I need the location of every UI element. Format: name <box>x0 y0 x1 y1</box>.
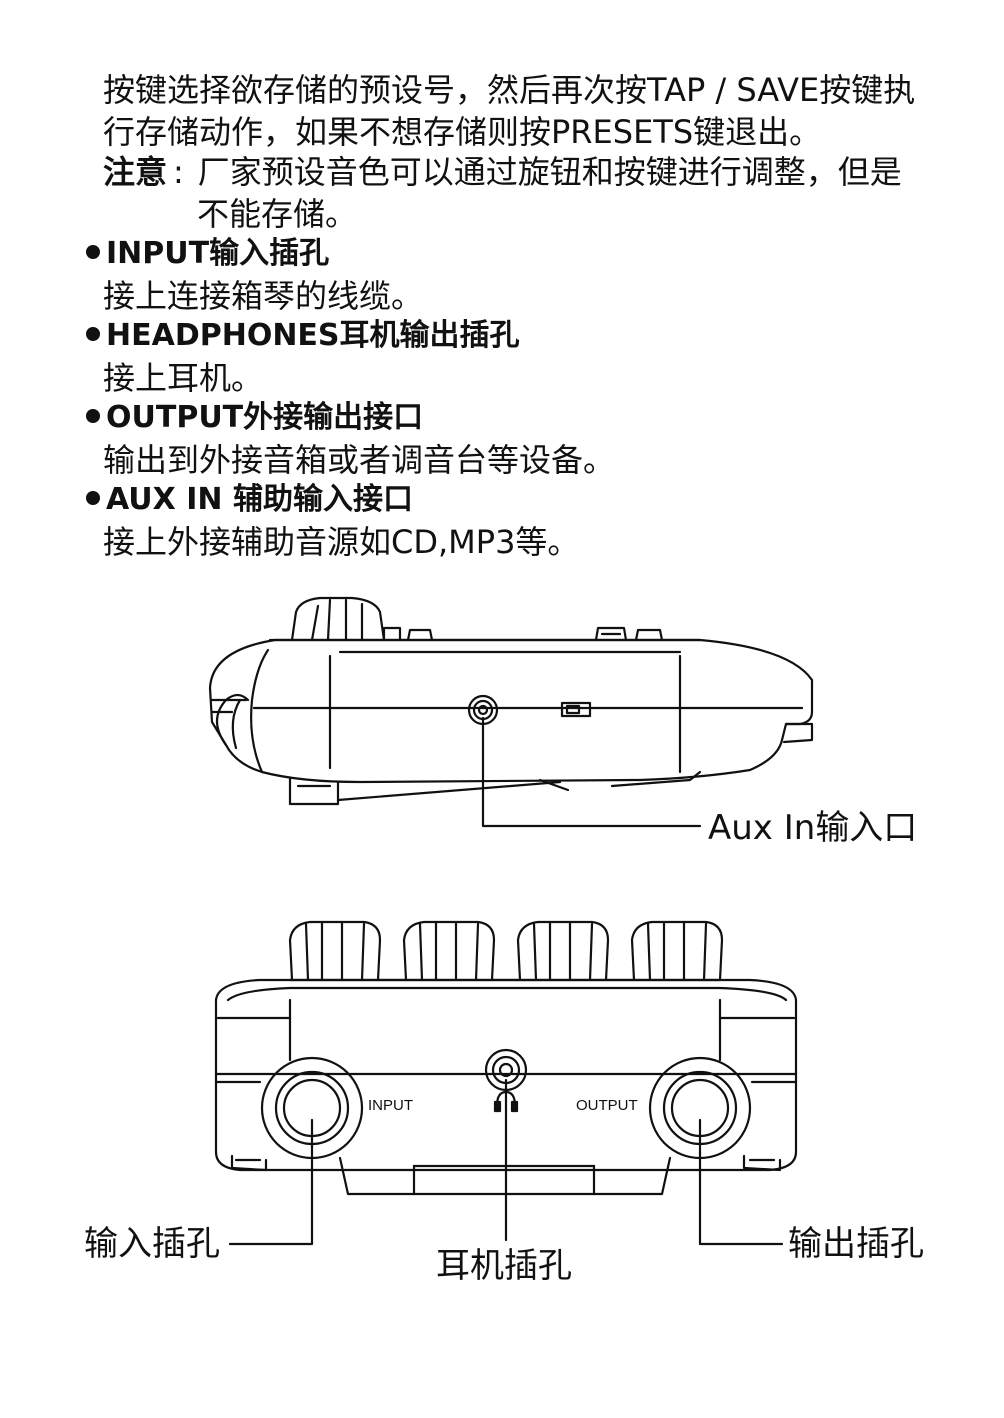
panel-label-input: INPUT <box>368 1097 413 1114</box>
callout-output-jack: 输出插孔 <box>788 1224 924 1264</box>
front-knob-2 <box>402 920 496 982</box>
note-label: 注意 <box>103 153 168 191</box>
input-leader-line <box>228 1118 314 1246</box>
bullet-dot <box>86 408 100 423</box>
bullet-dot <box>86 244 100 259</box>
section-desc-headphones: 接上耳机。 <box>103 359 264 397</box>
section-heading-aux: AUX IN 辅助输入接口 <box>86 480 413 520</box>
note-colon: : <box>173 153 184 191</box>
note-line-1: 注意: 厂家预设音色可以通过旋钮和按键进行调整，但是 <box>103 152 902 192</box>
note-line-2: 不能存储。 <box>197 195 358 233</box>
section-heading-headphones: HEADPHONES耳机输出插孔 <box>86 316 520 356</box>
section-desc-aux: 接上外接辅助音源如CD,MP3等。 <box>103 523 580 561</box>
front-knob-1 <box>288 920 382 982</box>
section-heading-output: OUTPUT外接输出接口 <box>86 398 423 438</box>
intro-line-1: 按键选择欲存储的预设号，然后再次按TAP / SAVE按键执 <box>103 71 916 109</box>
side-view-device <box>208 596 814 806</box>
intro-line-2: 行存储动作，如果不想存储则按PRESETS键退出。 <box>103 113 822 151</box>
section-desc-output: 输出到外接音箱或者调音台等设备。 <box>103 441 616 479</box>
aux-in-leader-line <box>481 716 702 828</box>
output-leader-line <box>698 1118 784 1246</box>
panel-label-output: OUTPUT <box>576 1097 638 1114</box>
front-knob-3 <box>516 920 610 982</box>
front-view-device <box>214 920 798 1196</box>
front-knob-4 <box>630 920 724 982</box>
section-desc-input: 接上连接箱琴的线缆。 <box>103 277 424 315</box>
bullet-dot <box>86 490 100 505</box>
callout-aux-in: Aux In输入口 <box>708 808 918 848</box>
callout-headphone-jack: 耳机插孔 <box>436 1246 572 1286</box>
callout-input-jack: 输入插孔 <box>84 1224 220 1264</box>
note-text-1: 厂家预设音色可以通过旋钮和按键进行调整，但是 <box>197 153 902 191</box>
bullet-dot <box>86 326 100 341</box>
section-heading-input: INPUT输入插孔 <box>86 234 329 274</box>
